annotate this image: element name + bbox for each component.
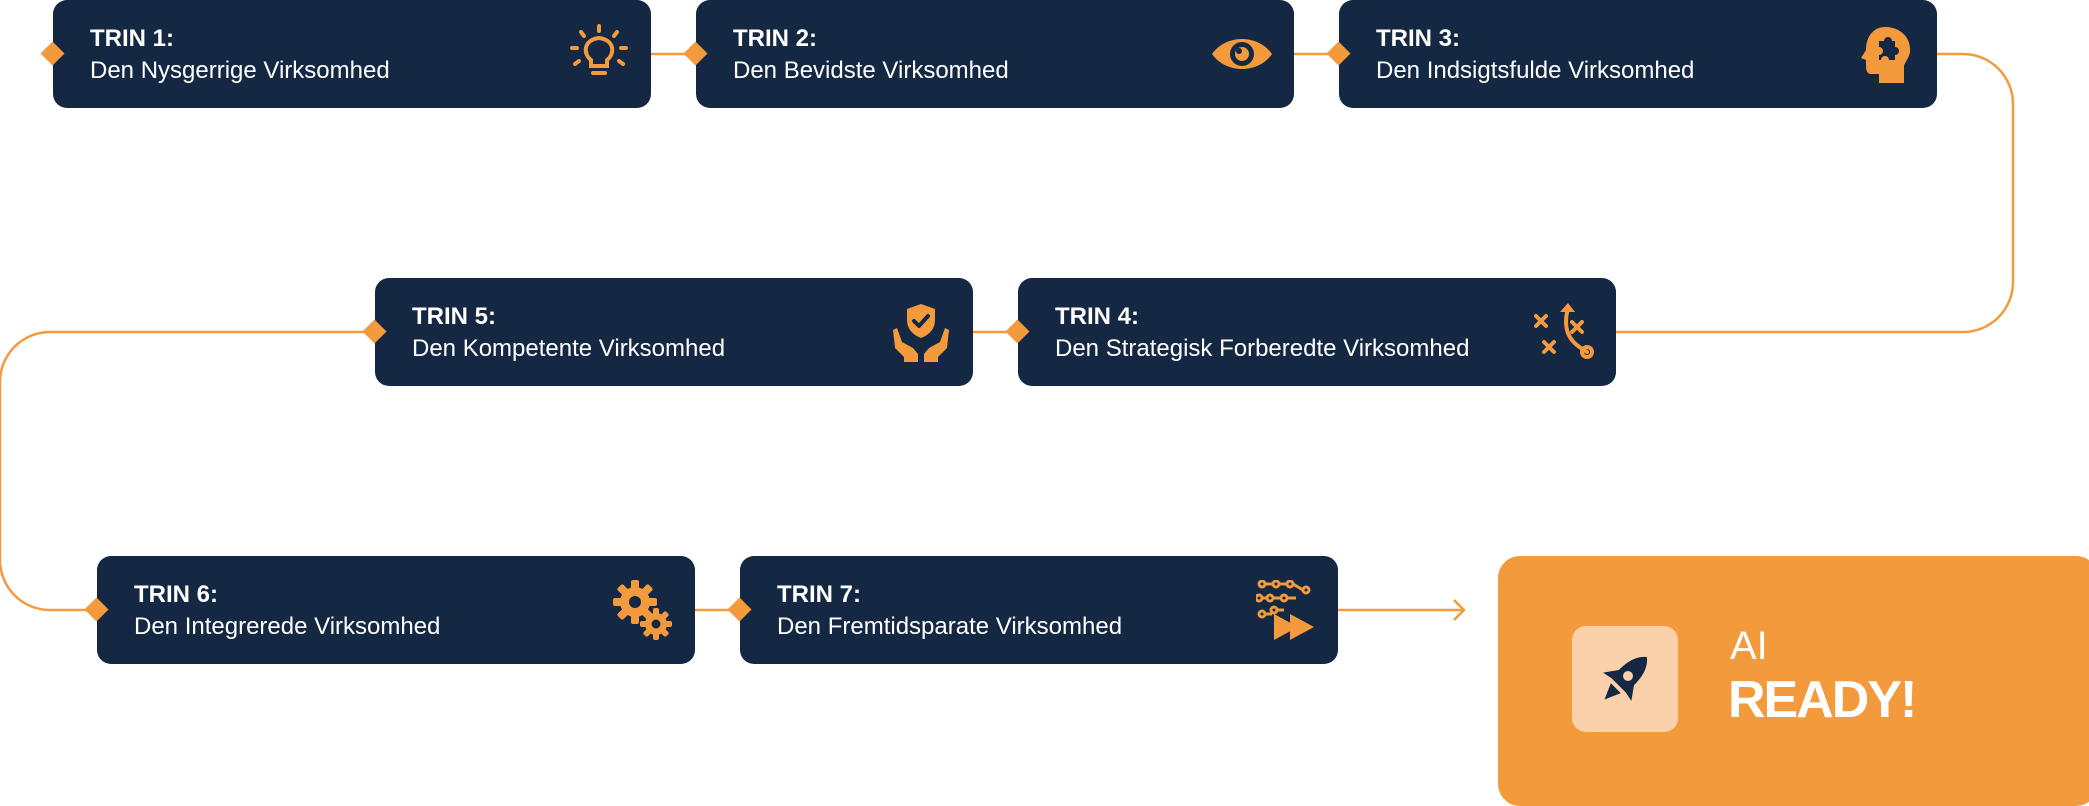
- rocket-icon: [1603, 657, 1647, 701]
- hands-shield-icon: [893, 304, 949, 362]
- step-name: Den Strategisk Forberedte Virksomhed: [1055, 335, 1470, 362]
- step-card-6: TRIN 6: Den Integrerede Virksomhed: [97, 556, 695, 664]
- step-number: TRIN 3:: [1376, 25, 1460, 52]
- step-card-7: TRIN 7: Den Fremtidsparate Virksomhed: [740, 556, 1338, 664]
- step-name: Den Indsigtsfulde Virksomhed: [1376, 57, 1695, 84]
- step-name: Den Bevidste Virksomhed: [733, 57, 1009, 84]
- ready-label: READY!: [1728, 671, 1917, 729]
- step-card-2: TRIN 2: Den Bevidste Virksomhed: [696, 0, 1294, 108]
- circuit-forward-icon: [1256, 580, 1314, 640]
- lightbulb-icon: [570, 24, 628, 75]
- step-card-5: TRIN 5: Den Kompetente Virksomhed: [375, 278, 973, 386]
- step-name: Den Fremtidsparate Virksomhed: [777, 613, 1123, 640]
- step-number: TRIN 1:: [90, 25, 174, 52]
- step-card-3: TRIN 3: Den Indsigtsfulde Virksomhed: [1339, 0, 1937, 108]
- step-number: TRIN 4:: [1055, 303, 1139, 330]
- step-name: Den Integrerede Virksomhed: [134, 613, 441, 640]
- eye-icon: [1212, 39, 1272, 69]
- strategy-play-icon: [1534, 303, 1594, 359]
- gears-icon: [613, 580, 672, 640]
- step-name: Den Kompetente Virksomhed: [412, 335, 726, 362]
- head-puzzle-icon: [1861, 27, 1911, 83]
- step-name: Den Nysgerrige Virksomhed: [90, 57, 390, 84]
- step-number: TRIN 6:: [134, 581, 218, 608]
- step-card-1: TRIN 1: Den Nysgerrige Virksomhed: [53, 0, 651, 108]
- rocket-tile: [1572, 626, 1678, 732]
- step-card-4: TRIN 4: Den Strategisk Forberedte Virkso…: [1018, 278, 1616, 386]
- ai-label: AI: [1730, 624, 1768, 668]
- step-number: TRIN 5:: [412, 303, 496, 330]
- step-number: TRIN 7:: [777, 581, 861, 608]
- step-number: TRIN 2:: [733, 25, 817, 52]
- ai-ready-card: AI READY!: [1498, 556, 2089, 806]
